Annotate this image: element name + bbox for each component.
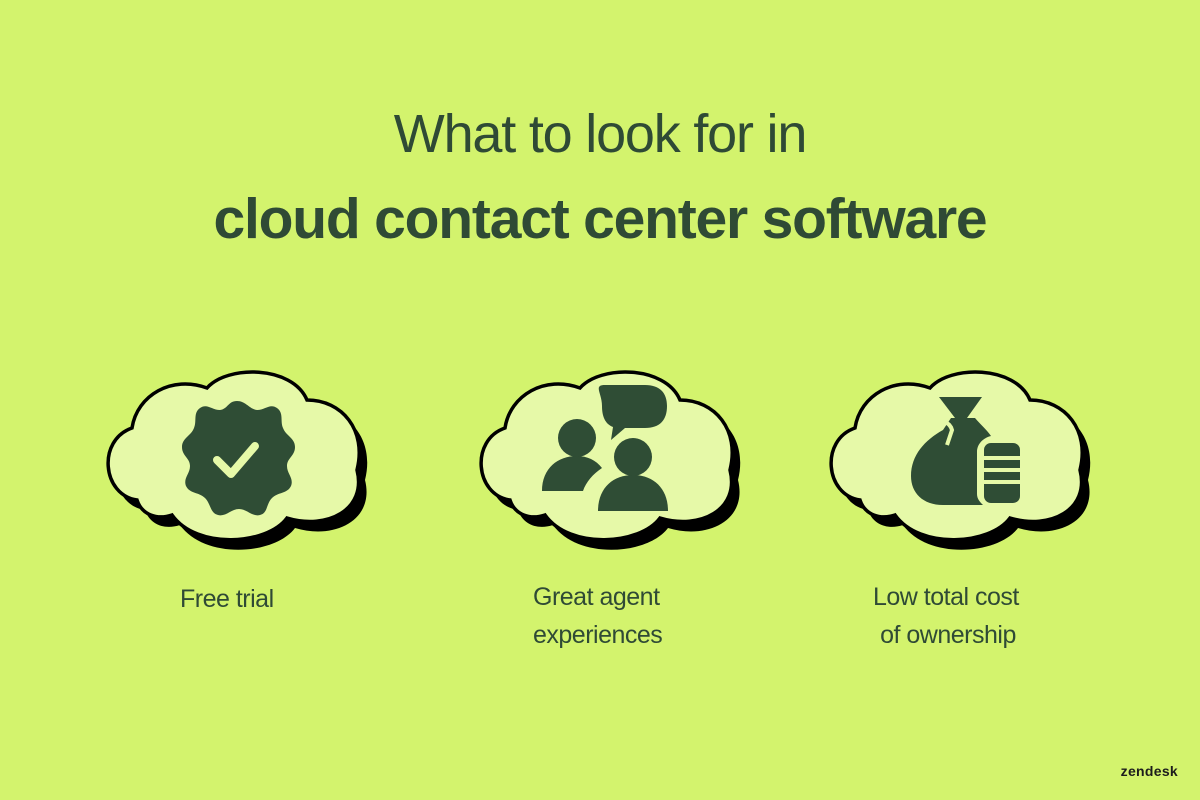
label-line: Great agent [533,583,660,611]
zendesk-logo: zendesk [1120,763,1178,779]
label-line: Low total cost [873,583,1019,611]
feature-card-free-trial [92,360,392,560]
people-chat-icon [542,385,668,511]
money-bag-coins-icon [911,397,1020,505]
feature-card-low-cost [815,360,1115,560]
cloud-shape [106,370,368,550]
feature-label-agent-experiences: Great agent experiences [533,578,663,654]
feature-label-low-cost: Low total cost of ownership [873,578,1019,654]
heading-line-2: cloud contact center software [213,187,988,251]
label-line: Free trial [180,585,274,613]
heading-line-1: What to look for in [393,104,808,164]
label-line: of ownership [880,621,1016,649]
label-line: experiences [533,621,663,649]
verified-badge-icon [182,401,295,516]
feature-label-free-trial: Free trial [180,580,274,618]
feature-card-agent-experiences [465,360,765,560]
cloud-shape [479,370,741,550]
cloud-shape [829,370,1091,550]
